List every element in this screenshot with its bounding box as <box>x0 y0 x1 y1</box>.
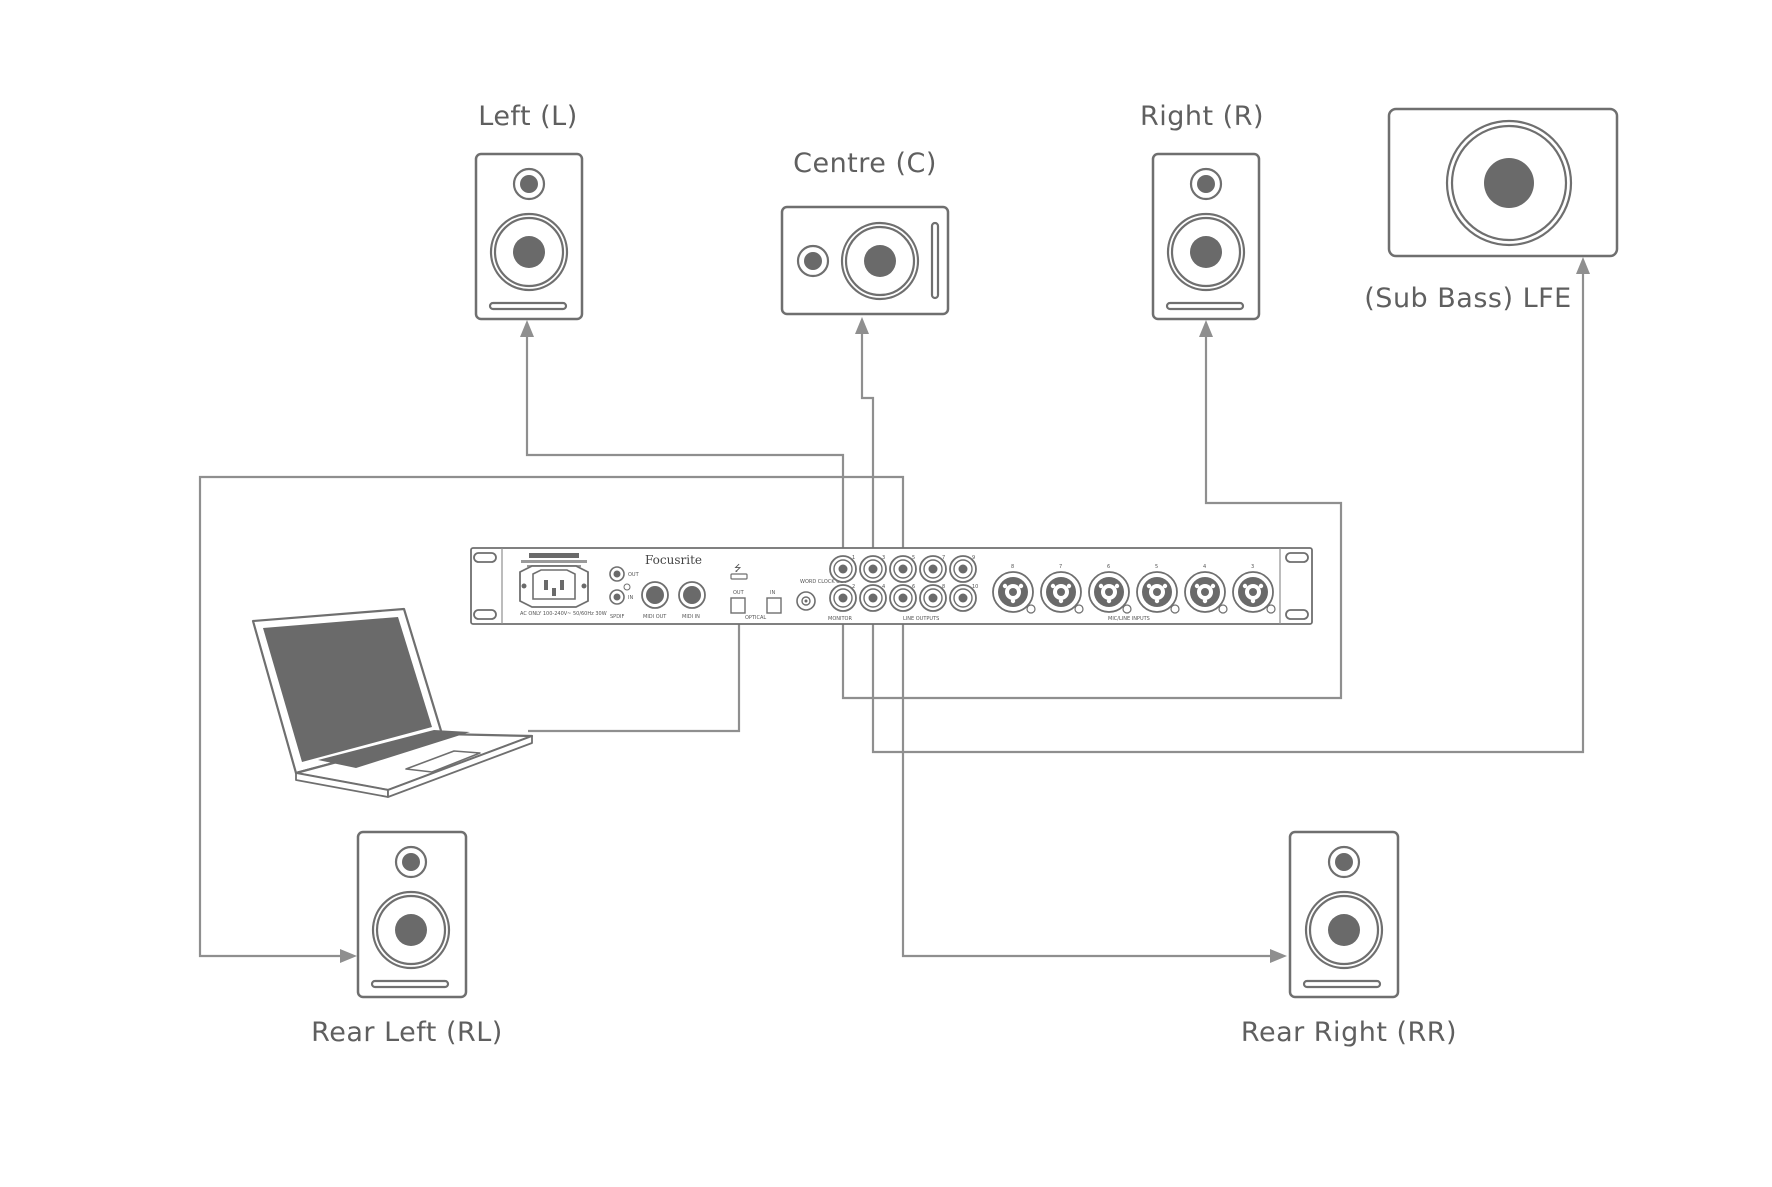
optical-in-port <box>766 597 782 614</box>
word-clock-label: WORD CLOCK OUT <box>800 579 848 585</box>
jack-output: 4 <box>859 584 887 612</box>
optical-out-label: OUT <box>733 590 745 596</box>
optical-label: OPTICAL <box>745 615 766 621</box>
cable-rear-left <box>198 475 905 958</box>
laptop-icon <box>251 607 534 798</box>
power-label: AC ONLY 100-240V~ 50/60Hz 30W <box>520 611 607 617</box>
jack-number: 10 <box>972 584 978 590</box>
combo-input: 3 <box>1232 564 1276 614</box>
arrow-left <box>520 320 534 337</box>
spdif-label: SPDIF <box>610 614 625 620</box>
jack-number: 5 <box>912 555 915 561</box>
cable-rear-right <box>901 600 1272 958</box>
speaker-rear-left <box>356 830 468 999</box>
cable-left <box>525 335 845 583</box>
combo-input: 4 <box>1184 564 1228 614</box>
label-lfe: (Sub Bass) LFE <box>1364 283 1572 314</box>
input-number: 6 <box>1107 564 1110 570</box>
line-outputs-label: LINE OUTPUTS <box>903 616 939 622</box>
mic-line-input-jacks: 8 7 6 5 4 3 <box>992 564 1276 614</box>
rack-hole <box>473 552 497 563</box>
jack-number: 1 <box>852 555 855 561</box>
spdif-out-label: OUT <box>628 572 640 578</box>
combo-input: 8 <box>992 564 1036 614</box>
jack-output: 3 <box>859 555 887 583</box>
arrow-rear-right <box>1270 949 1287 963</box>
combo-input: 7 <box>1040 564 1084 614</box>
warning-label <box>529 553 579 558</box>
arrow-centre <box>855 317 869 334</box>
arrow-right <box>1199 320 1213 337</box>
jack-output: 2 <box>829 584 857 612</box>
jack-output: 6 <box>889 584 917 612</box>
jack-output: 5 <box>889 555 917 583</box>
cables <box>198 257 1590 963</box>
speaker-centre <box>780 205 950 316</box>
cable-lfe <box>871 272 1585 754</box>
speaker-left <box>474 152 584 321</box>
brand-logo: Focusrite <box>645 553 702 567</box>
jack-output: 8 <box>919 584 947 612</box>
spdif-in-label: IN <box>628 595 633 601</box>
input-number: 8 <box>1011 564 1014 570</box>
optical-in-label: IN <box>770 590 775 596</box>
label-centre: Centre (C) <box>793 148 937 179</box>
mic-line-inputs-label: MIC/LINE INPUTS <box>1108 616 1150 622</box>
jack-output: 1 <box>829 555 857 583</box>
cable-right <box>841 335 1343 700</box>
combo-input: 5 <box>1136 564 1180 614</box>
usb-port <box>730 573 748 580</box>
rack-hole <box>1285 609 1309 620</box>
label-right: Right (R) <box>1139 101 1265 132</box>
jack-number: 8 <box>942 584 945 590</box>
arrow-lfe <box>1576 257 1590 274</box>
line-output-jacks: 1 3 5 7 9 2 4 6 8 10 <box>829 555 978 612</box>
usb-icon: ⭍ <box>734 563 742 574</box>
jack-number: 9 <box>972 555 975 561</box>
input-number: 5 <box>1155 564 1158 570</box>
speaker-lfe <box>1387 107 1619 258</box>
label-rear-left: Rear Left (RL) <box>311 1017 503 1048</box>
audio-interface: AC ONLY 100-240V~ 50/60Hz 30W OUT IN SPD… <box>470 547 1313 625</box>
input-number: 3 <box>1251 564 1254 570</box>
jack-number: 2 <box>852 584 855 590</box>
optical-out-port <box>730 597 746 614</box>
rack-hole <box>473 609 497 620</box>
monitor-label: MONITOR <box>828 616 852 622</box>
input-number: 7 <box>1059 564 1062 570</box>
combo-input: 6 <box>1088 564 1132 614</box>
jack-number: 6 <box>912 584 915 590</box>
jack-output: 9 <box>949 555 977 583</box>
jack-output: 7 <box>919 555 947 583</box>
jack-number: 7 <box>942 555 945 561</box>
jack-number: 4 <box>882 584 885 590</box>
arrow-rear-left <box>340 949 357 963</box>
label-rear-right: Rear Right (RR) <box>1240 1017 1458 1048</box>
jack-number: 3 <box>882 555 885 561</box>
label-left: Left (L) <box>478 101 578 132</box>
cable-centre <box>860 332 875 583</box>
midi-out-label: MIDI OUT <box>643 614 667 620</box>
speaker-rear-right <box>1288 830 1400 999</box>
jack-output: 10 <box>949 584 978 612</box>
rack-hole <box>1285 552 1309 563</box>
cable-usb <box>528 578 741 733</box>
input-number: 4 <box>1203 564 1206 570</box>
speaker-right <box>1151 152 1261 321</box>
midi-in-label: MIDI IN <box>682 614 700 620</box>
